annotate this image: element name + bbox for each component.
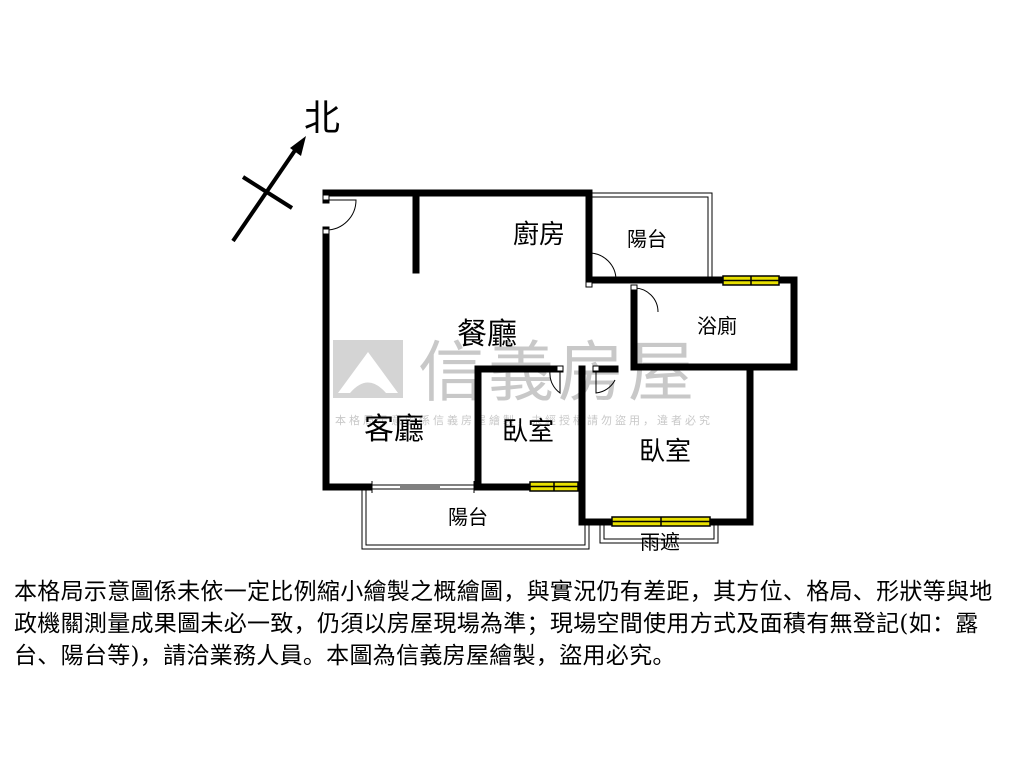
windows bbox=[529, 275, 780, 527]
watermark: 信義房屋 本格局示意圖係信義房屋繪製，未經授權請勿盜用，違者必究 bbox=[333, 334, 713, 427]
bedroom-large-label: 臥室 bbox=[639, 437, 691, 467]
north-label: 北 bbox=[304, 98, 340, 139]
balcony-bottom-outline bbox=[361, 487, 590, 550]
balcony-top-label: 陽台 bbox=[627, 227, 667, 251]
balcony-bottom-label: 陽台 bbox=[448, 505, 488, 529]
bathroom-label: 浴廁 bbox=[697, 314, 737, 338]
watermark-notice: 本格局示意圖係信義房屋繪製，未經授權請勿盜用，違者必究 bbox=[335, 413, 713, 427]
awning-label: 雨遮 bbox=[640, 530, 680, 554]
window-bathroom bbox=[722, 275, 780, 286]
door-swings bbox=[325, 199, 659, 394]
floor-plan: 信義房屋 本格局示意圖係信義房屋繪製，未經授權請勿盜用，違者必究 北 bbox=[231, 98, 798, 554]
disclaimer-text: 本格局示意圖係未依一定比例縮小繪製之概繪圖，與實況仍有差距，其方位、格局、形狀等… bbox=[14, 579, 993, 669]
watermark-logo-icon bbox=[333, 340, 403, 398]
balcony-top-outline bbox=[590, 192, 713, 282]
kitchen-label: 廚房 bbox=[513, 220, 565, 250]
awning-outline bbox=[599, 522, 719, 544]
bedroom-small-label: 臥室 bbox=[502, 417, 554, 447]
sliding-door bbox=[370, 481, 476, 493]
dining-label: 餐廳 bbox=[457, 317, 517, 352]
window-bedroom-large bbox=[611, 516, 711, 527]
north-arrow-icon bbox=[231, 136, 306, 243]
living-label: 客廳 bbox=[364, 412, 424, 447]
door-hinges bbox=[322, 194, 638, 372]
window-bedroom-small bbox=[529, 481, 579, 492]
